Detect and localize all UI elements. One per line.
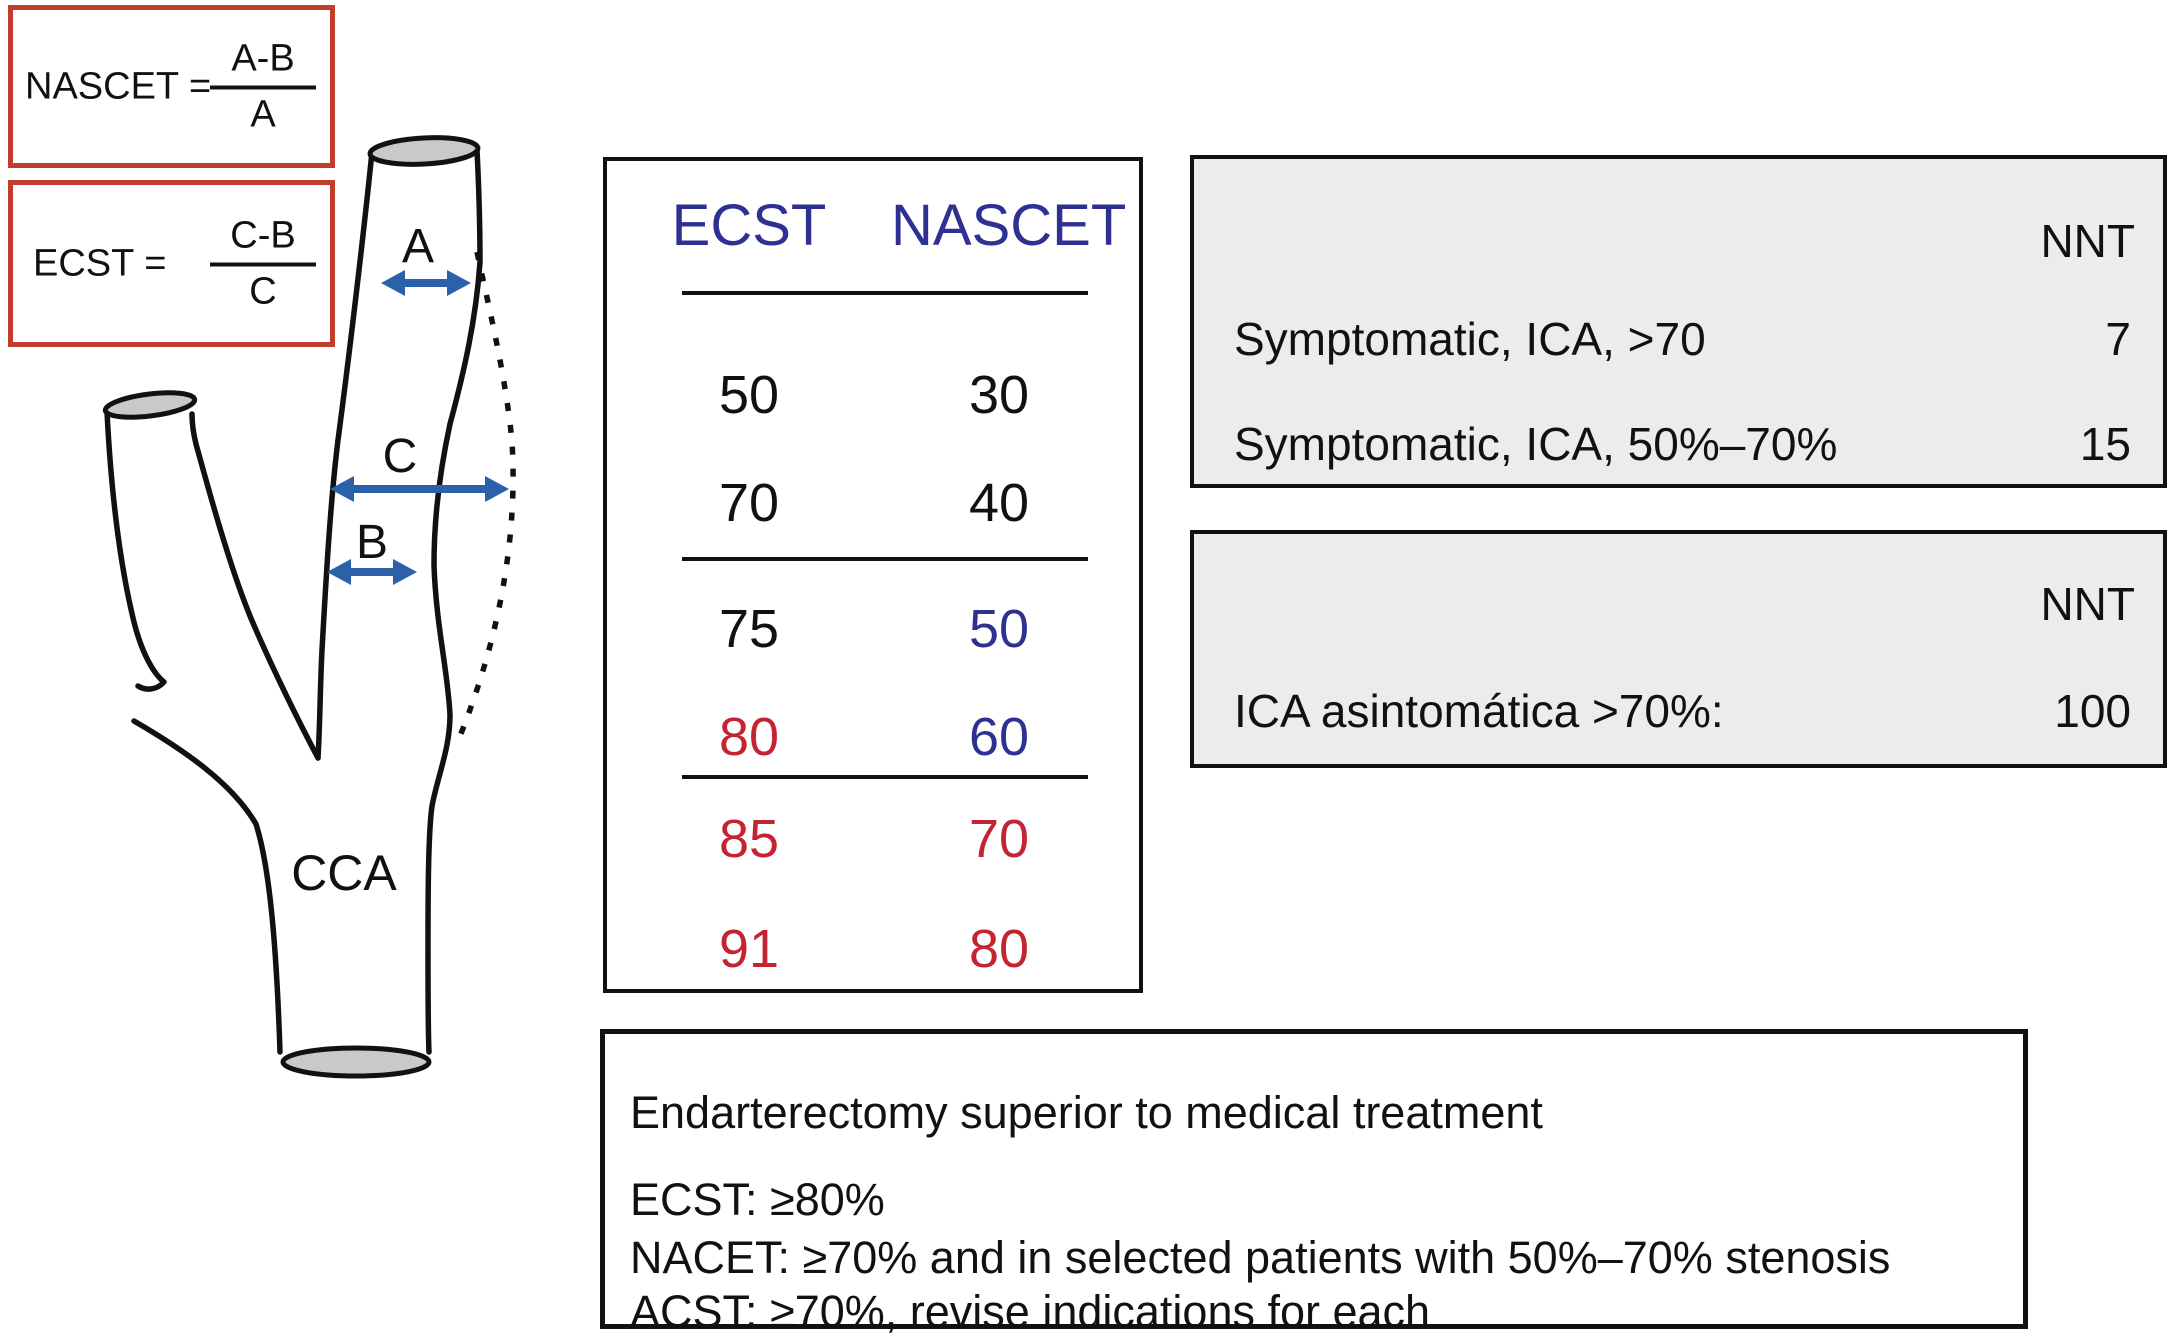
table-row: 80 60 <box>607 710 1139 764</box>
nnt-row-label: Symptomatic, ICA, 50%–70% <box>1234 418 1838 470</box>
ecst-nascet-table: ECST NASCET 50 30 70 40 75 50 80 60 85 7… <box>603 157 1143 993</box>
label-cca: CCA <box>291 845 397 901</box>
eca-right-wall <box>189 411 321 761</box>
carotid-bulb-dashed-contour <box>453 251 516 748</box>
ecst-formula-box: ECST = C-B C <box>8 180 335 347</box>
eca-left-wall <box>104 409 167 692</box>
table-cell-nascet: 70 <box>968 809 1030 869</box>
table-header-nascet: NASCET <box>891 193 1127 258</box>
nnt-row-label: ICA asintomática >70%: <box>1234 685 1724 737</box>
ecst-fraction: C-B C <box>210 214 316 313</box>
table-row: 70 40 <box>607 476 1139 530</box>
table-header-ecst: ECST <box>671 193 827 258</box>
table-header-row: ECST NASCET <box>607 197 1139 255</box>
table-cell-ecst: 85 <box>718 809 780 869</box>
cca-left-wall <box>131 718 283 1055</box>
table-row: 75 50 <box>607 602 1139 656</box>
table-rule <box>682 557 1088 561</box>
summary-box: Endarterectomy superior to medical treat… <box>600 1029 2028 1334</box>
table-rule <box>682 775 1088 779</box>
table-cell-nascet: 40 <box>968 473 1030 533</box>
table-rule <box>682 291 1088 295</box>
summary-line-acst: ACST: ≥70%, revise indications for each <box>630 1286 1431 1337</box>
label-b: B <box>356 516 388 569</box>
table-cell-nascet: 80 <box>968 919 1030 979</box>
measurement-arrow-b <box>327 559 417 585</box>
nnt-header: NNT <box>2040 578 2135 630</box>
nnt-row-value: 15 <box>2079 418 2131 470</box>
table-cell-ecst: 80 <box>718 707 780 767</box>
label-c: C <box>383 430 418 483</box>
table-cell-ecst: 70 <box>718 473 780 533</box>
carotid-artery-diagram: A C B CCA <box>102 135 516 1079</box>
nascet-denominator: A <box>250 93 276 135</box>
nnt-header: NNT <box>2040 215 2135 267</box>
table-cell-nascet: 60 <box>968 707 1030 767</box>
summary-line-ecst: ECST: ≥80% <box>630 1174 885 1225</box>
ica-left-wall <box>315 149 375 761</box>
ecst-numerator: C-B <box>210 214 316 266</box>
table-row: 91 80 <box>607 922 1139 976</box>
nnt-row-value: 100 <box>2054 685 2131 737</box>
cca-end-cap <box>280 1045 432 1079</box>
measurement-arrow-a <box>381 270 471 296</box>
table-row: 85 70 <box>607 812 1139 866</box>
nnt-row: Symptomatic, ICA, >70 7 <box>1234 316 2131 362</box>
ecst-formula-label: ECST = <box>33 242 167 284</box>
table-row: 50 30 <box>607 368 1139 422</box>
nnt-row-label: Symptomatic, ICA, >70 <box>1234 313 1706 365</box>
eca-end-cap <box>102 390 198 420</box>
nascet-fraction: A-B A <box>210 37 316 136</box>
table-cell-ecst: 50 <box>718 365 780 425</box>
table-cell-ecst: 91 <box>718 919 780 979</box>
nnt-row: Symptomatic, ICA, 50%–70% 15 <box>1234 421 2131 467</box>
nnt-symptomatic-panel: NNT Symptomatic, ICA, >70 7 Symptomatic,… <box>1190 155 2167 488</box>
table-cell-ecst: 75 <box>718 599 780 659</box>
table-cell-nascet: 50 <box>968 599 1030 659</box>
nascet-numerator: A-B <box>210 37 316 89</box>
nnt-row-value: 7 <box>2105 313 2131 365</box>
summary-line-nacet: NACET: ≥70% and in selected patients wit… <box>630 1232 1891 1283</box>
ecst-denominator: C <box>249 270 277 312</box>
nascet-formula-box: NASCET = A-B A <box>8 5 335 168</box>
label-a: A <box>402 220 434 273</box>
nascet-formula-label: NASCET = <box>25 65 212 107</box>
measurement-arrow-c <box>330 476 509 502</box>
nnt-asymptomatic-panel: NNT ICA asintomática >70%: 100 <box>1190 530 2167 768</box>
table-cell-nascet: 30 <box>968 365 1030 425</box>
ica-cca-right-wall <box>425 147 483 1055</box>
ica-end-cap <box>367 135 481 167</box>
nnt-row: ICA asintomática >70%: 100 <box>1234 688 2131 734</box>
summary-title: Endarterectomy superior to medical treat… <box>630 1087 1543 1138</box>
